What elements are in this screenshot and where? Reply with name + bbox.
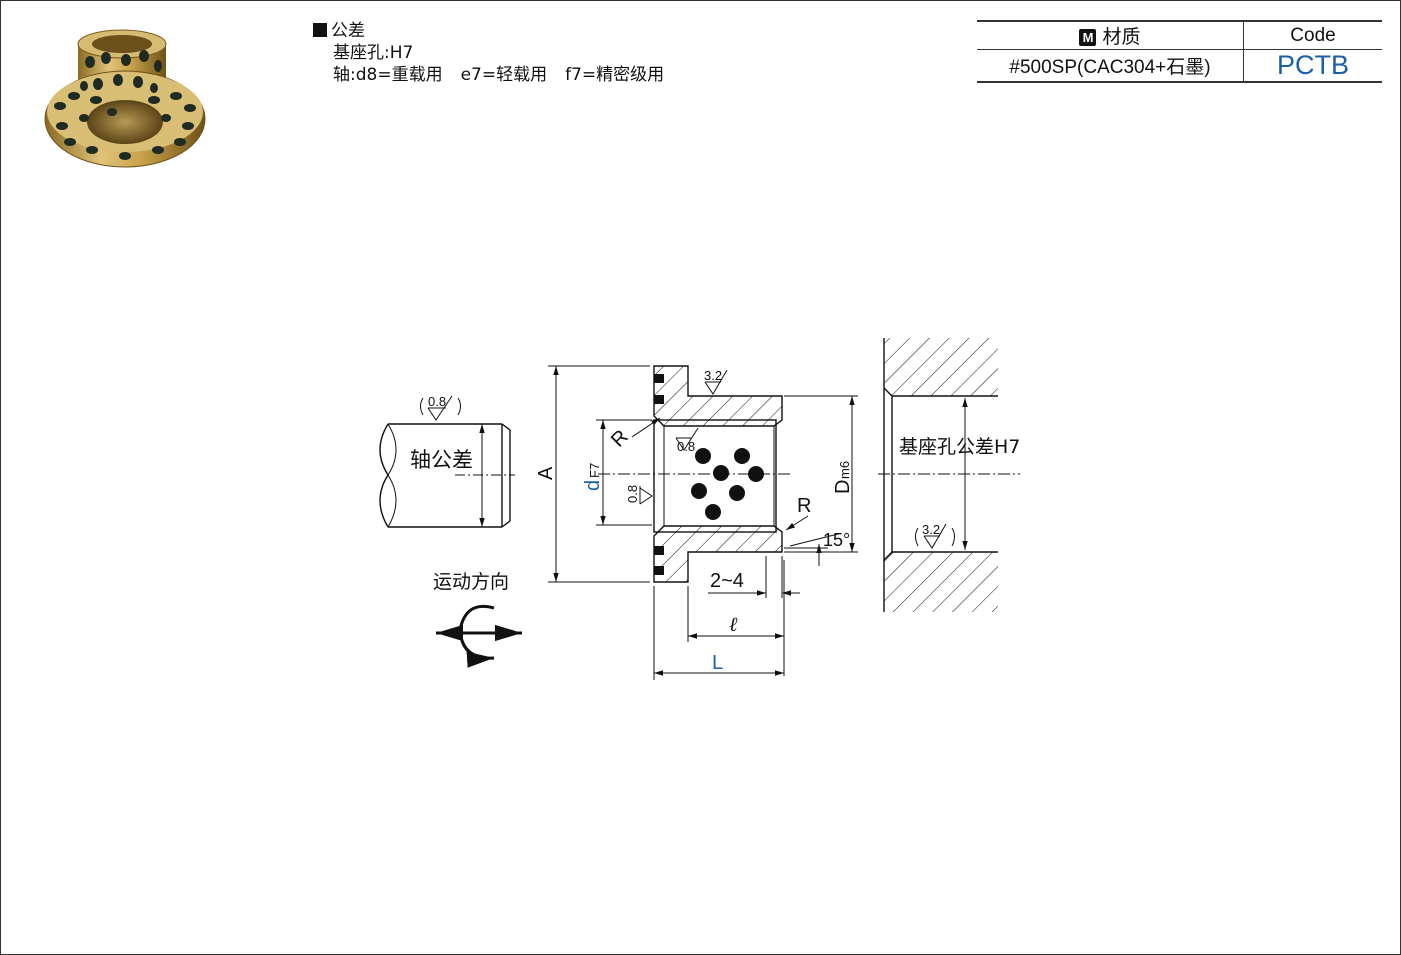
shaft-tolerance-row: 轴:d8=重载用 e7=轻载用 f7=精密级用 [313, 64, 664, 86]
shaft-f7-label: f7=精密级用 [565, 65, 665, 85]
roughness-inner-side-value: 0.8 [625, 485, 640, 503]
base-hole-tolerance: 基座孔:H7 [333, 43, 414, 63]
code-header: Code [1243, 20, 1382, 50]
motion-direction-label: 运动方向 [433, 571, 509, 593]
bushing-photo [44, 29, 206, 168]
dim-l-label: ℓ [729, 614, 738, 636]
shaft-d8-label: 轴:d8=重载用 [333, 65, 443, 85]
dim-d-subscript: F7 [587, 463, 602, 478]
shaft-roughness-value: 0.8 [428, 394, 446, 409]
housing-tolerance-label: 基座孔公差H7 [899, 436, 1020, 458]
dim-d-label: d [582, 480, 604, 491]
graphite-plugs-flange [654, 374, 664, 575]
graphite-dots [691, 448, 764, 520]
code-value: PCTB [1243, 49, 1382, 83]
dim-2to4-label: 2~4 [710, 570, 744, 592]
tolerance-block: 公差 基座孔:H7 轴:d8=重载用 e7=轻载用 f7=精密级用 [313, 20, 664, 86]
dim-L-label: L [712, 652, 723, 674]
dim-A-label: A [535, 466, 557, 480]
material-value: #500SP(CAC304+石墨) [977, 49, 1244, 83]
motion-direction-icon [436, 604, 522, 668]
housing-roughness-value: 3.2 [922, 522, 940, 537]
housing-section [878, 338, 1020, 612]
angle-15-label: 15° [823, 530, 850, 550]
material-m-icon: M [1079, 29, 1097, 46]
shaft-tolerance-label: 轴公差 [410, 448, 473, 472]
material-table: M 材质 Code #500SP(CAC304+石墨) PCTB [977, 20, 1382, 83]
roughness-inner-top-value: 0.8 [677, 439, 695, 454]
material-header: 材质 [1102, 27, 1141, 48]
dim-D-subscript: m6 [837, 461, 852, 479]
bullet-square-icon [313, 23, 327, 37]
shaft-outline [379, 423, 511, 528]
dim-R-top-label: R [607, 426, 633, 452]
shaft-e7-label: e7=轻载用 [460, 65, 548, 85]
tolerance-heading: 公差 [331, 21, 365, 41]
tolerance-heading-row: 公差 [313, 20, 664, 42]
roughness-outer-value: 3.2 [704, 368, 722, 383]
dim-R-right-label: R [797, 495, 811, 517]
dim-D-label: D [832, 480, 854, 494]
